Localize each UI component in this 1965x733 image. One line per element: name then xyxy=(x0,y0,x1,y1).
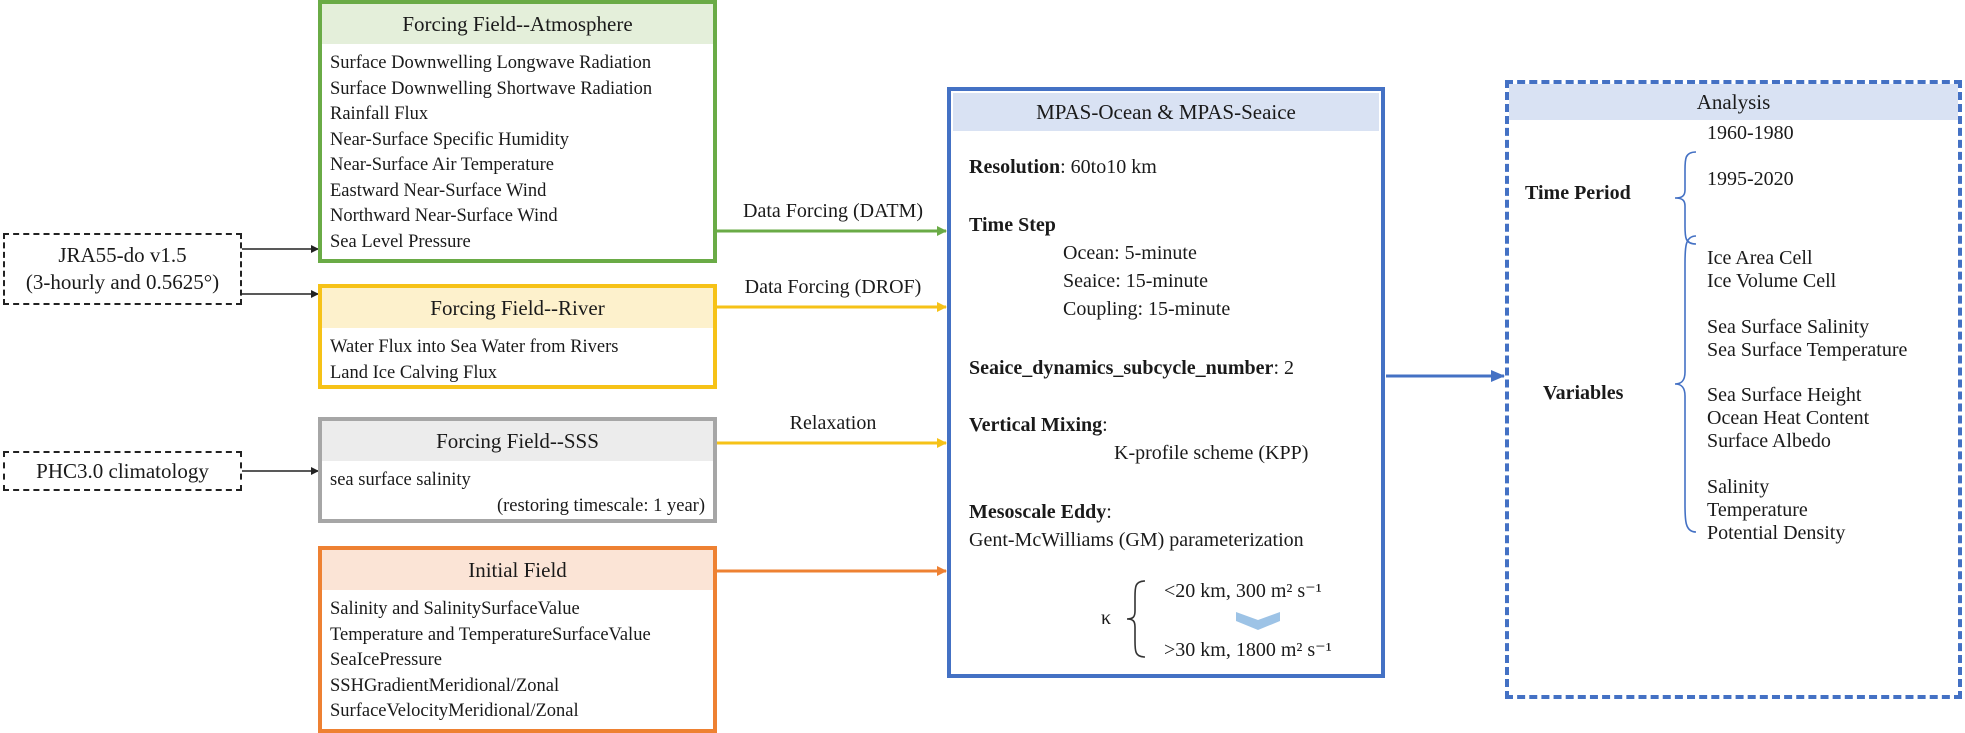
list-item: SeaIcePressure xyxy=(330,650,442,670)
list-item: Near-Surface Specific Humidity xyxy=(330,129,570,150)
subcycle-row: Seaice_dynamics_subcycle_number: 2 xyxy=(969,357,1294,380)
initial-field-list: Salinity and SalinitySurfaceValue Temper… xyxy=(322,590,713,725)
analysis-box: Analysis Time Period 1960-1980 1995-2020… xyxy=(1505,80,1962,699)
list-item: Sea Level Pressure xyxy=(330,231,471,252)
variable-surface-albedo: Surface Albedo xyxy=(1707,430,1831,452)
list-item: Eastward Near-Surface Wind xyxy=(330,180,547,201)
timestep-ocean: Ocean: 5-minute xyxy=(1063,242,1197,264)
analysis-title: Analysis xyxy=(1509,84,1958,120)
relaxation-arrow-label: Relaxation xyxy=(789,412,877,434)
variable-sea-surface-salinity: Sea Surface Salinity xyxy=(1707,316,1870,338)
mesoscale-eddy-value: Gent-McWilliams (GM) parameterization xyxy=(969,529,1304,551)
kappa-low-value: <20 km, 300 m² s⁻¹ xyxy=(1164,580,1322,602)
resolution-key: Resolution xyxy=(969,156,1061,178)
river-title: Forcing Field--River xyxy=(322,288,713,328)
kappa-brace-icon xyxy=(1126,580,1146,658)
atmosphere-title: Forcing Field--Atmosphere xyxy=(322,4,713,44)
phc-label: PHC3.0 climatology xyxy=(36,458,209,483)
variable-ice-volume-cell: Ice Volume Cell xyxy=(1707,270,1837,292)
list-item: SurfaceVelocityMeridional/Zonal xyxy=(330,701,579,721)
resolution-value: : 60to10 km xyxy=(1060,156,1157,178)
list-item: Surface Downwelling Shortwave Radiation xyxy=(330,78,653,99)
datm-arrow-label: Data Forcing (DATM) xyxy=(743,200,923,222)
variable-ocean-heat-content: Ocean Heat Content xyxy=(1707,407,1870,429)
mpas-title: MPAS-Ocean & MPAS-Seaice xyxy=(953,93,1379,131)
drof-arrow-label: Data Forcing (DROF) xyxy=(744,276,922,298)
period-1995-2020: 1995-2020 xyxy=(1707,168,1794,190)
list-item: Surface Downwelling Longwave Radiation xyxy=(330,53,652,73)
variable-temperature: Temperature xyxy=(1707,499,1808,521)
time-period-label: Time Period xyxy=(1525,182,1631,204)
variable-sea-surface-height: Sea Surface Height xyxy=(1707,384,1862,406)
jra55-title: JRA55-do v1.5 xyxy=(58,243,187,267)
list-item: Near-Surface Air Temperature xyxy=(330,155,554,175)
list-item: Land Ice Calving Flux xyxy=(330,362,497,383)
list-item: Temperature and TemperatureSurfaceValue xyxy=(330,624,651,645)
list-item: SSHGradientMeridional/Zonal xyxy=(330,675,560,696)
river-variable-list: Water Flux into Sea Water from Rivers La… xyxy=(322,328,713,386)
initial-field-title: Initial Field xyxy=(322,550,713,590)
timestep-heading: Time Step xyxy=(969,214,1056,236)
period-1960-1980: 1960-1980 xyxy=(1707,122,1794,144)
subcycle-key: Seaice_dynamics_subcycle_number xyxy=(969,357,1274,379)
initial-field-box: Initial Field Salinity and SalinitySurfa… xyxy=(318,546,717,733)
chevron-down-icon xyxy=(1236,612,1280,630)
variable-sea-surface-temperature: Sea Surface Temperature xyxy=(1707,339,1908,361)
atmosphere-forcing-box: Forcing Field--Atmosphere Surface Downwe… xyxy=(318,0,717,263)
subcycle-value: : 2 xyxy=(1273,357,1294,379)
time-period-brace-icon xyxy=(1674,151,1697,245)
resolution-row: Resolution: 60to10 km xyxy=(969,156,1157,179)
jra55-subtitle: (3-hourly and 0.5625°) xyxy=(25,270,220,294)
timestep-coupling: Coupling: 15-minute xyxy=(1063,298,1231,320)
list-item: Northward Near-Surface Wind xyxy=(330,206,558,226)
jra55-source-box: JRA55-do v1.5 (3-hourly and 0.5625°) xyxy=(3,233,242,305)
sss-variable-list: sea surface salinity (restoring timescal… xyxy=(322,461,713,519)
atmosphere-variable-list: Surface Downwelling Longwave Radiation S… xyxy=(322,44,713,255)
vertical-mixing-value: K-profile scheme (KPP) xyxy=(1114,442,1309,464)
mesoscale-eddy-heading: Mesoscale Eddy: xyxy=(969,501,1112,523)
timestep-seaice: Seaice: 15-minute xyxy=(1063,270,1208,292)
sss-title: Forcing Field--SSS xyxy=(322,421,713,461)
variables-label: Variables xyxy=(1543,382,1624,404)
variable-ice-area-cell: Ice Area Cell xyxy=(1707,247,1813,269)
list-item: Salinity and SalinitySurfaceValue xyxy=(330,599,580,619)
sss-forcing-box: Forcing Field--SSS sea surface salinity … xyxy=(318,417,717,523)
list-item: Rainfall Flux xyxy=(330,104,429,124)
list-item: Water Flux into Sea Water from Rivers xyxy=(330,337,619,357)
variable-salinity: Salinity xyxy=(1707,476,1770,498)
vertical-mixing-heading: Vertical Mixing: xyxy=(969,414,1108,436)
river-forcing-box: Forcing Field--River Water Flux into Sea… xyxy=(318,284,717,389)
phc-source-box: PHC3.0 climatology xyxy=(3,451,242,491)
variable-potential-density: Potential Density xyxy=(1707,522,1846,544)
kappa-symbol: κ xyxy=(1101,607,1112,629)
mpas-model-box: MPAS-Ocean & MPAS-Seaice Resolution: 60t… xyxy=(947,87,1385,678)
kappa-high-value: >30 km, 1800 m² s⁻¹ xyxy=(1164,639,1332,661)
variables-brace-icon xyxy=(1674,235,1697,533)
list-item: sea surface salinity xyxy=(330,470,471,490)
sss-restoring-note: (restoring timescale: 1 year) xyxy=(496,495,705,516)
